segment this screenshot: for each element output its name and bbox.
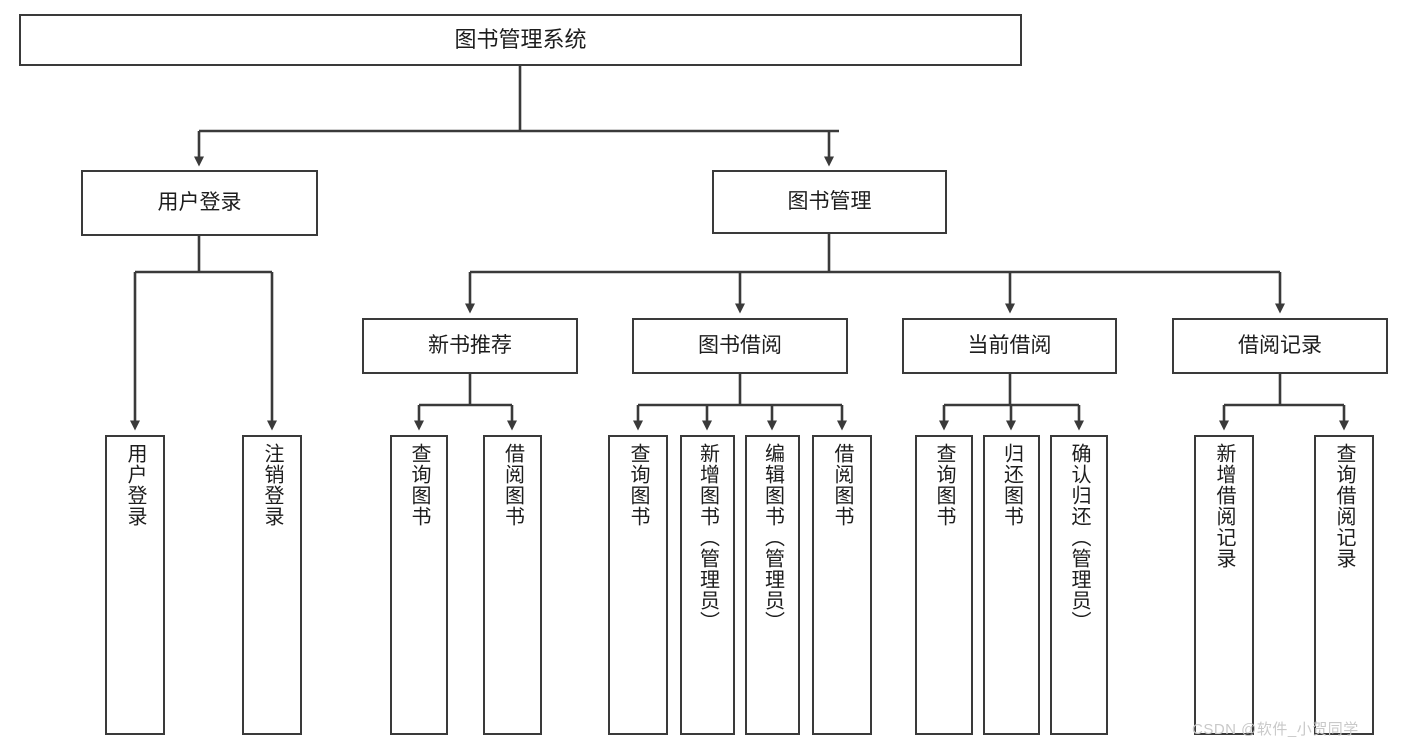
node-label: 图书借阅 [698, 333, 782, 357]
leaf-borrow-book-recommend[interactable]: 借阅图书 [483, 435, 542, 735]
node-label: 新书推荐 [428, 333, 512, 357]
node-label: 当前借阅 [967, 333, 1052, 357]
node-label: 新增借阅记录 [1213, 443, 1235, 569]
leaf-return-book[interactable]: 归还图书 [983, 435, 1040, 735]
node-label: 用户登录 [157, 190, 242, 214]
node-new-book-recommend[interactable]: 新书推荐 [362, 318, 578, 374]
node-label: 借阅记录 [1238, 333, 1322, 357]
node-label: 查询图书 [627, 443, 649, 527]
node-book-borrow[interactable]: 图书借阅 [632, 318, 848, 374]
node-label: 新增图书（管理员） [696, 443, 719, 632]
node-borrow-record[interactable]: 借阅记录 [1172, 318, 1388, 374]
leaf-query-book-recommend[interactable]: 查询图书 [390, 435, 448, 735]
node-label: 查询图书 [933, 443, 955, 527]
node-label: 查询图书 [408, 443, 430, 527]
node-label: 图书管理系统 [454, 27, 587, 53]
leaf-query-book-borrow[interactable]: 查询图书 [608, 435, 668, 735]
node-label: 查询借阅记录 [1333, 443, 1355, 569]
leaf-edit-book-admin[interactable]: 编辑图书（管理员） [745, 435, 800, 735]
csdn-watermark: CSDN @软件_小贺同学 [1192, 721, 1359, 738]
node-label: 注销登录 [261, 443, 283, 527]
leaf-user-login[interactable]: 用户登录 [105, 435, 165, 735]
node-label: 用户登录 [124, 443, 146, 527]
leaf-confirm-return-admin[interactable]: 确认归还（管理员） [1050, 435, 1108, 735]
leaf-borrow-book[interactable]: 借阅图书 [812, 435, 872, 735]
leaf-query-book-current[interactable]: 查询图书 [915, 435, 973, 735]
node-current-borrow[interactable]: 当前借阅 [902, 318, 1117, 374]
node-user-login[interactable]: 用户登录 [81, 170, 318, 236]
node-book-management[interactable]: 图书管理 [712, 170, 947, 234]
node-label: 归还图书 [1000, 443, 1023, 527]
leaf-add-borrow-record[interactable]: 新增借阅记录 [1194, 435, 1254, 735]
node-label: 编辑图书（管理员） [761, 443, 784, 632]
node-label: 借阅图书 [501, 443, 524, 527]
node-root[interactable]: 图书管理系统 [19, 14, 1022, 66]
node-label: 确认归还（管理员） [1068, 443, 1090, 632]
leaf-query-borrow-record[interactable]: 查询借阅记录 [1314, 435, 1374, 735]
node-label: 借阅图书 [831, 443, 853, 527]
leaf-add-book-admin[interactable]: 新增图书（管理员） [680, 435, 735, 735]
node-label: 图书管理 [787, 189, 872, 213]
leaf-logout[interactable]: 注销登录 [242, 435, 302, 735]
